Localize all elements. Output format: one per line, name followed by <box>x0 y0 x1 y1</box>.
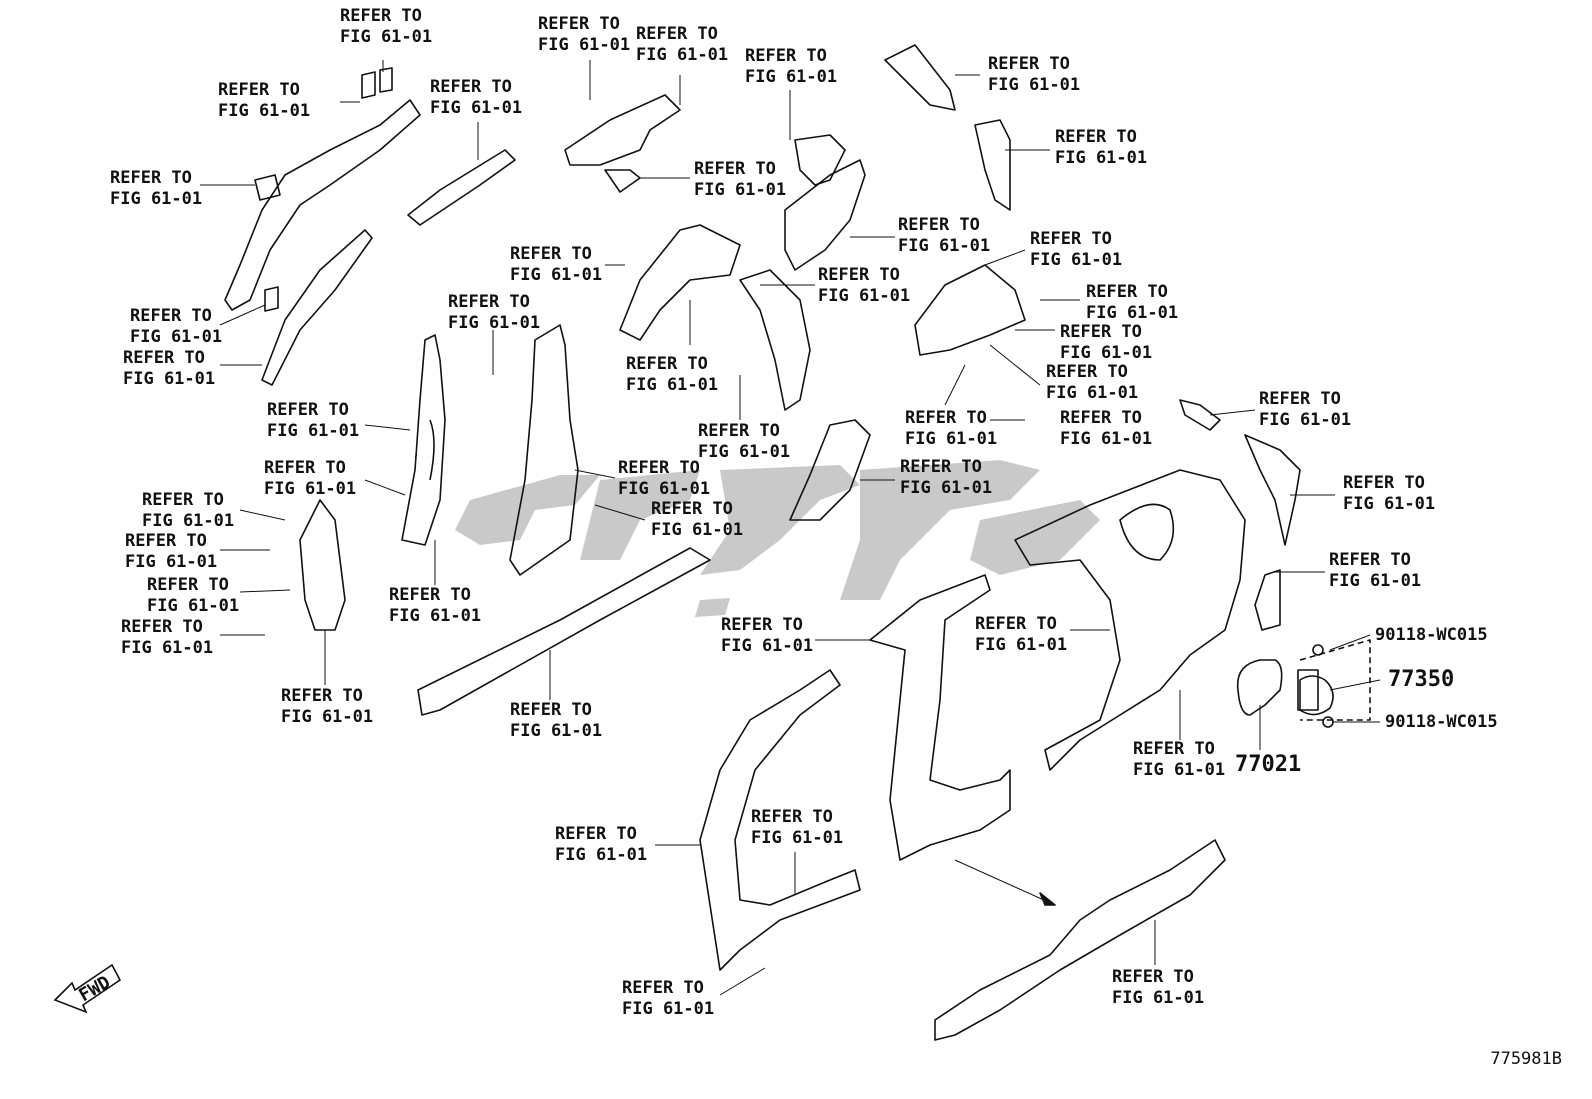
part-number-fuel-housing: 77021 <box>1235 752 1302 777</box>
fwd-label: FWD <box>75 972 114 1007</box>
fwd-arrow-icon: FWD <box>53 963 122 1014</box>
part-outlines <box>224 44 1371 1041</box>
leader-lines <box>200 60 1381 996</box>
watermark-logo <box>455 460 1100 617</box>
drawing-id: 775981B <box>1490 1049 1562 1069</box>
part-number-bolt-lower: 90118-WC015 <box>1385 712 1498 732</box>
part-number-fuel-lid: 77350 <box>1388 667 1455 692</box>
part-number-bolt-upper: 90118-WC015 <box>1375 625 1488 645</box>
